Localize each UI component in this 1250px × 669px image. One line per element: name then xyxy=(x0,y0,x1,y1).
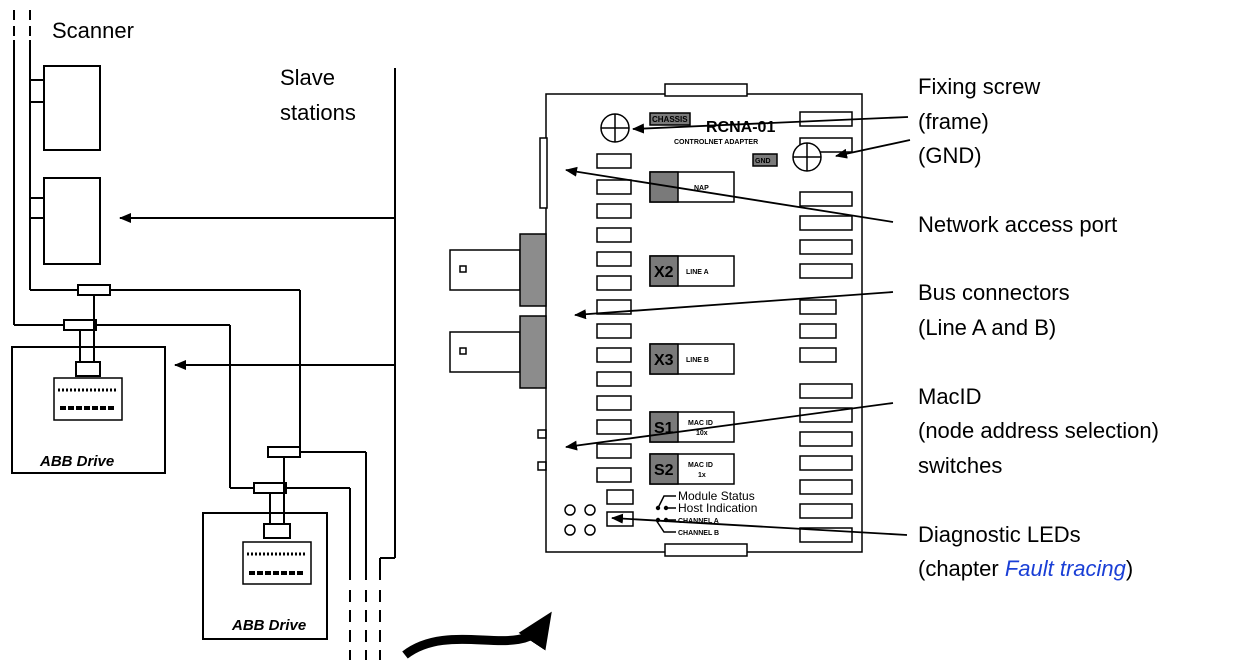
x3-label: X3 xyxy=(654,352,674,369)
s2-label: S2 xyxy=(654,462,674,479)
s1-line1: MAC ID xyxy=(688,420,713,427)
led-host-indication: Host Indication xyxy=(678,501,757,515)
fault-tracing-link[interactable]: Fault tracing xyxy=(1005,556,1127,581)
drive-label-1: ABB Drive xyxy=(39,453,114,470)
led-module-status: Module Status xyxy=(678,489,755,503)
callout-mac-line1: MacID xyxy=(918,384,982,409)
right-pads xyxy=(799,111,853,543)
callout-diag-line1: Diagnostic LEDs xyxy=(918,522,1081,547)
drive-label-2: ABB Drive xyxy=(231,617,306,634)
callout-bus-line2: (Line A and B) xyxy=(918,315,1056,340)
slave-label-line1: Slave xyxy=(280,65,335,90)
drive-box-1 xyxy=(11,346,166,474)
left-pads xyxy=(596,153,634,527)
s2-line2: 1x xyxy=(698,472,706,479)
scanner-box-1 xyxy=(43,65,101,151)
led-channel-b: CHANNEL B xyxy=(678,530,719,537)
slave-label-line2: stations xyxy=(280,100,356,125)
scanner-label: Scanner xyxy=(52,18,134,43)
callout-arrows xyxy=(565,116,911,536)
gnd-label: GND xyxy=(755,158,771,165)
callout-fixing-line2: (frame) xyxy=(918,109,989,134)
line-b-label: LINE B xyxy=(686,357,709,364)
s2-line1: MAC ID xyxy=(688,462,713,469)
callout-fixing-line1: Fixing screw xyxy=(918,74,1040,99)
module-subtitle: CONTROLNET ADAPTER xyxy=(674,139,758,146)
chassis-label: CHASSIS xyxy=(652,115,688,124)
callout-nap: Network access port xyxy=(918,212,1117,237)
module-name: RCNA-01 xyxy=(706,119,775,136)
diag-line2-prefix: (chapter xyxy=(918,556,1005,581)
scanner-box-2 xyxy=(43,177,101,265)
x2-label: X2 xyxy=(654,264,674,281)
line-a-label: LINE A xyxy=(686,269,709,276)
rcna-module xyxy=(449,83,863,557)
nap-label: NAP xyxy=(694,185,709,192)
callout-diag-line2: (chapter Fault tracing) xyxy=(918,556,1133,581)
drive-box-2 xyxy=(202,512,328,640)
callout-mac-line3: switches xyxy=(918,453,1002,478)
callout-bus-line1: Bus connectors xyxy=(918,280,1070,305)
s1-line2: 10x xyxy=(696,430,708,437)
network-diagram xyxy=(11,10,552,660)
led-channel-a: CHANNEL A xyxy=(678,518,719,525)
callout-fixing-line3: (GND) xyxy=(918,143,982,168)
callout-mac-line2: (node address selection) xyxy=(918,418,1159,443)
diag-line2-suffix: ) xyxy=(1126,556,1133,581)
